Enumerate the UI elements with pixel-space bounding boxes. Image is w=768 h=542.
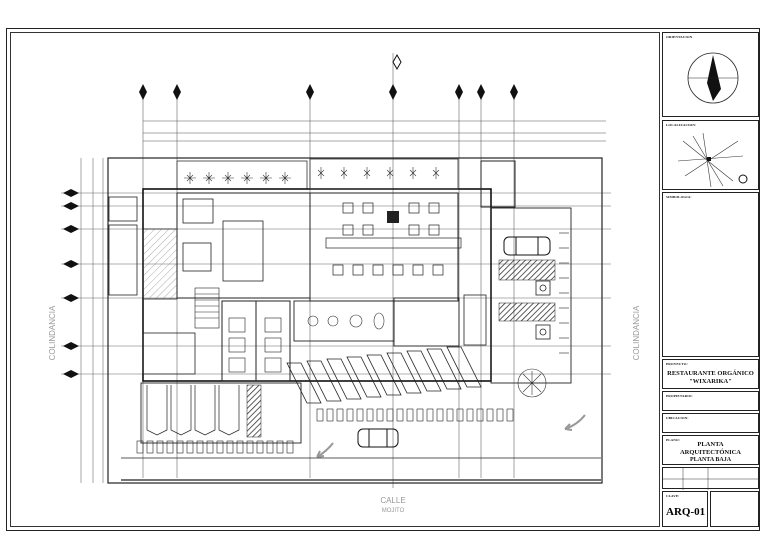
plan-label: PLANO: <box>666 438 681 442</box>
colindancia-right-label: COLINDANCIA <box>632 305 641 360</box>
parking-area-right <box>490 207 572 384</box>
central-column <box>387 211 399 223</box>
signature-grid <box>663 468 760 490</box>
north-marker-top <box>392 53 402 71</box>
terrace-plants <box>317 167 440 179</box>
symbology-label: SIMBOLOGIA: <box>666 195 692 199</box>
stairs <box>194 287 220 329</box>
lounge-area <box>293 300 395 342</box>
parking-hatch-2 <box>498 302 556 322</box>
colindancia-left-label: COLINDANCIA <box>48 305 57 360</box>
location-label: LOCALIZACION: <box>666 123 697 127</box>
axis-markers-left <box>63 189 79 378</box>
location-box: LOCALIZACION: <box>662 120 759 190</box>
curb-markings <box>136 408 514 454</box>
kitchen-area <box>176 192 311 299</box>
axis-markers-top <box>139 84 518 100</box>
bar-counter <box>325 237 462 249</box>
right-parking-stripes <box>559 232 569 354</box>
plan-title-2: ARQUITECTÓNICA <box>679 449 742 456</box>
entrance-car <box>357 428 399 448</box>
project-label: PROYECTO: <box>666 362 688 366</box>
corner-building <box>480 160 516 208</box>
restroom-stalls <box>228 317 282 373</box>
service-unit <box>108 196 138 222</box>
plan-code: ARQ-01 <box>666 506 706 518</box>
kitchen-storage <box>182 242 212 272</box>
parking-hatch-1 <box>498 259 556 281</box>
plan-code-box: CLAVE: ARQ-01 <box>662 491 708 527</box>
loading-hatch <box>246 384 262 438</box>
bar-area <box>393 297 460 347</box>
bar-fixtures <box>463 294 487 346</box>
street-name-label: CALLE <box>380 496 405 505</box>
parking-area-left <box>140 382 302 444</box>
office-room <box>142 332 196 375</box>
accessible-parking-symbols <box>535 280 551 340</box>
terrace-top <box>309 158 459 190</box>
tree-symbol <box>517 368 547 398</box>
site-box: UBICACION: <box>662 413 759 433</box>
cold-room <box>142 228 178 300</box>
sheet-number-box <box>710 491 759 527</box>
dimension-lines-top <box>143 120 606 142</box>
plan-title-1: PLANTA <box>697 441 724 448</box>
traffic-arrow-left <box>316 442 334 458</box>
owner-label: PROPIETARIO: <box>666 394 693 398</box>
garden-strip-top <box>176 160 308 190</box>
traffic-arrow-right <box>564 414 586 431</box>
service-unit-2 <box>108 224 138 296</box>
dimension-lines-left <box>80 158 104 483</box>
symbology-box: SIMBOLOGIA: <box>662 192 759 357</box>
title-block: ORIENTACION LOCALIZACION: SIMBOLOGIA: PR… <box>662 32 760 527</box>
plan-title-3: PLANTA BAJA <box>689 457 732 463</box>
kitchen-island <box>222 220 264 282</box>
left-parking-bays <box>146 385 240 436</box>
kitchen-counter <box>182 198 214 224</box>
garden-plants-top <box>184 172 291 184</box>
dining-hall <box>309 192 459 302</box>
parked-car <box>503 236 551 256</box>
signature-grid-box <box>662 467 760 490</box>
orientation-label: ORIENTACION <box>666 35 693 39</box>
street-sub-label: MOJITO <box>382 508 405 514</box>
owner-box: PROPIETARIO: <box>662 391 759 411</box>
key-label: CLAVE: <box>666 494 680 498</box>
project-subname: "WIXARIKA" <box>689 378 732 385</box>
dining-tables <box>332 202 444 276</box>
sheet-frame <box>6 28 760 531</box>
north-arrow-icon <box>687 52 739 104</box>
site-label: UBICACION: <box>666 416 689 420</box>
project-name: RESTAURANTE ORGÁNICO <box>667 370 754 377</box>
angled-parking-bays <box>286 346 482 404</box>
plan-title-box: PLANO: PLANTA ARQUITECTÓNICA PLANTA BAJA <box>662 435 759 465</box>
plan-drawing-area: CALLE MOJITO COLINDANCIA COLINDANCIA <box>10 32 660 527</box>
site-boundary <box>107 157 603 484</box>
project-box: PROYECTO: RESTAURANTE ORGÁNICO "WIXARIKA… <box>662 359 759 389</box>
location-map-icon <box>677 132 748 188</box>
floor-plan-drawing: CALLE MOJITO COLINDANCIA COLINDANCIA <box>48 53 641 514</box>
lounge-furniture <box>307 312 385 330</box>
orientation-box: ORIENTACION <box>662 32 759 117</box>
